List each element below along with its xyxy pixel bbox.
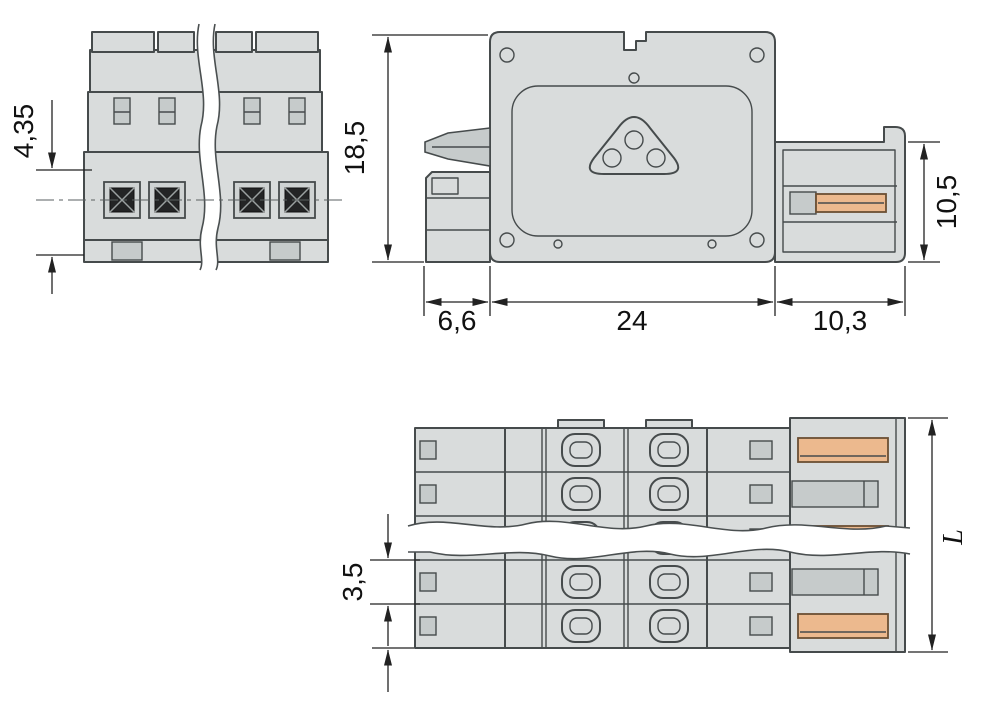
front-rear-block <box>215 31 253 53</box>
housing-inner-contour <box>511 85 753 237</box>
male-slot <box>791 568 879 596</box>
plug-lines <box>783 185 897 223</box>
row-dividers <box>707 471 790 605</box>
row-end <box>749 572 773 592</box>
dim-label-front-offset: 4,35 <box>8 104 39 159</box>
top-tab <box>645 419 693 429</box>
plug-inner-contour <box>782 149 896 253</box>
front-rear-block <box>91 31 155 53</box>
small-hole <box>628 72 640 84</box>
dim-label-pitch: 3,5 <box>337 563 368 602</box>
extension-lines <box>36 169 92 256</box>
coding-hole <box>624 130 644 150</box>
mounting-hole <box>749 47 765 63</box>
extension-lines <box>423 266 906 316</box>
row-end <box>419 484 437 504</box>
dim-label-lever-depth: 6,6 <box>438 305 477 336</box>
dim-label-plug-width: 10,3 <box>813 305 868 336</box>
front-rear-block <box>255 31 319 53</box>
mounting-hole <box>499 47 515 63</box>
row-end <box>419 440 437 460</box>
coding-element <box>588 116 680 175</box>
male-slot <box>791 480 879 508</box>
front-rear-block <box>157 31 195 53</box>
dimension-bottom-row: 6,6 24 10,3 <box>423 266 906 336</box>
mounting-hole <box>749 232 765 248</box>
dim-label-plug-height: 10,5 <box>931 175 962 230</box>
mounting-hole <box>499 232 515 248</box>
dimension-pitch: 3,5 <box>337 514 420 692</box>
latch-window <box>113 97 131 125</box>
dimension-front-offset: 4,35 <box>8 100 92 294</box>
row-dividers <box>415 471 505 605</box>
row-end <box>419 572 437 592</box>
coding-hole <box>602 148 622 168</box>
break-band <box>408 521 910 559</box>
coding-hole <box>646 148 666 168</box>
lever-block-detail <box>431 177 459 195</box>
break-band <box>197 24 221 270</box>
latch-window <box>288 97 306 125</box>
top-view <box>407 417 911 653</box>
dimension-length: L <box>908 417 969 653</box>
latch-window <box>243 97 261 125</box>
extension-lines <box>370 559 420 649</box>
dim-label-length: L <box>938 529 969 546</box>
dimension-plug-height: 10,5 <box>908 141 962 263</box>
male-contact <box>797 437 889 463</box>
small-hole <box>553 239 563 249</box>
small-hole <box>707 239 717 249</box>
side-housing <box>489 31 776 263</box>
break-edge <box>408 548 911 560</box>
dimension-side-height: 18,5 <box>339 34 488 263</box>
male-contact <box>797 613 889 639</box>
extension-lines <box>908 141 940 263</box>
row-end <box>749 484 773 504</box>
latch-window <box>158 97 176 125</box>
extension-lines <box>908 417 948 653</box>
dim-label-housing-width: 24 <box>616 305 647 336</box>
dim-label-side-height: 18,5 <box>339 121 370 176</box>
break-edge <box>407 520 911 532</box>
plug-lead <box>789 191 817 215</box>
break-edge <box>196 23 206 271</box>
top-tab <box>557 419 605 429</box>
break-edge <box>212 23 222 271</box>
front-foot <box>111 241 143 261</box>
lever-block-lines <box>426 197 490 231</box>
front-view <box>36 23 344 271</box>
side-view <box>424 31 906 263</box>
extension-lines <box>372 34 488 263</box>
row-end <box>749 616 773 636</box>
row-end <box>419 616 437 636</box>
row-end <box>749 440 773 460</box>
row-dividers <box>505 471 707 605</box>
front-foot <box>269 241 301 261</box>
